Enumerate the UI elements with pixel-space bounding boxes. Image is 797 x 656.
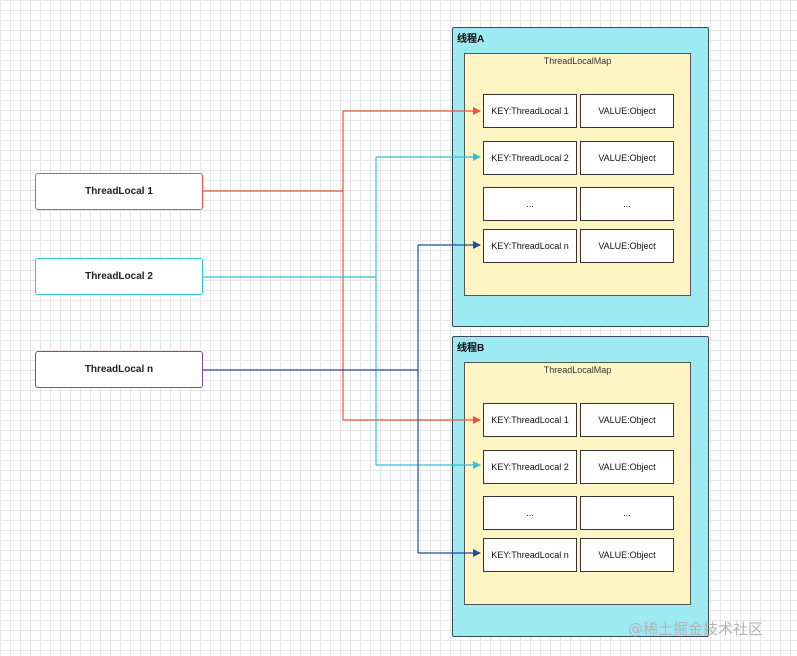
thread-a-value-3: ...	[580, 187, 674, 221]
threadlocal-n-box: ThreadLocal n	[35, 351, 203, 388]
thread-a-key-2: KEY:ThreadLocal 2	[483, 141, 577, 175]
thread-a-value-2: VALUE:Object	[580, 141, 674, 175]
thread-b-map-title: ThreadLocalMap	[543, 365, 612, 375]
watermark-text: @稀土掘金技术社区	[628, 620, 764, 638]
thread-b-key-1: KEY:ThreadLocal 1	[483, 403, 577, 437]
threadlocal-1-box: ThreadLocal 1	[35, 173, 203, 210]
threadlocal-2-box: ThreadLocal 2	[35, 258, 203, 295]
thread-b-value-1: VALUE:Object	[580, 403, 674, 437]
edge-tl2-trunk	[203, 157, 377, 465]
thread-a-key-4: KEY:ThreadLocal n	[483, 229, 577, 263]
thread-b-value-2: VALUE:Object	[580, 450, 674, 484]
thread-a-container: 线程A ThreadLocalMap KEY:ThreadLocal 1 VAL…	[452, 27, 709, 327]
thread-a-value-4: VALUE:Object	[580, 229, 674, 263]
thread-a-title: 线程A	[457, 34, 485, 45]
thread-b-value-3: ...	[580, 496, 674, 530]
thread-b-title: 线程B	[457, 343, 485, 354]
thread-b-key-4: KEY:ThreadLocal n	[483, 538, 577, 572]
thread-b-map: ThreadLocalMap KEY:ThreadLocal 1 VALUE:O…	[464, 362, 691, 605]
edge-tl1-trunk	[203, 111, 344, 420]
thread-a-map: ThreadLocalMap KEY:ThreadLocal 1 VALUE:O…	[464, 53, 691, 296]
edge-tln-trunk	[203, 245, 419, 553]
thread-a-key-3: ...	[483, 187, 577, 221]
thread-b-container: 线程B ThreadLocalMap KEY:ThreadLocal 1 VAL…	[452, 336, 709, 637]
thread-b-value-4: VALUE:Object	[580, 538, 674, 572]
thread-b-key-2: KEY:ThreadLocal 2	[483, 450, 577, 484]
thread-a-map-title: ThreadLocalMap	[543, 56, 612, 66]
thread-a-value-1: VALUE:Object	[580, 94, 674, 128]
thread-a-key-1: KEY:ThreadLocal 1	[483, 94, 577, 128]
thread-b-key-3: ...	[483, 496, 577, 530]
